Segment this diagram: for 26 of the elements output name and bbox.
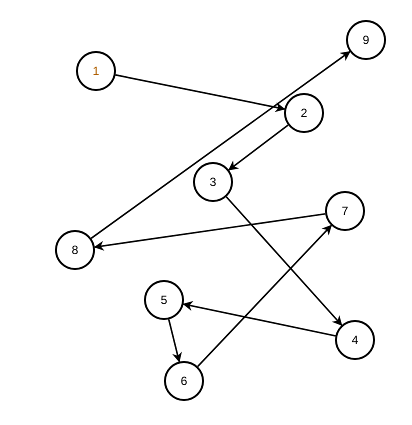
circle-node xyxy=(284,93,324,133)
node-label: 2 xyxy=(300,106,308,120)
arrow xyxy=(115,74,286,112)
node-label: 4 xyxy=(352,333,358,347)
arrow xyxy=(228,124,289,171)
circle-node xyxy=(76,51,116,91)
node-label: 3 xyxy=(210,175,216,189)
arrow xyxy=(94,213,326,251)
node-label: 9 xyxy=(362,33,370,47)
circle-node xyxy=(164,361,204,401)
node-label: 1 xyxy=(92,64,100,78)
node-label: 6 xyxy=(180,374,188,388)
circle-node xyxy=(335,320,375,360)
circle-node xyxy=(346,20,386,60)
arrow xyxy=(90,51,351,239)
node-label: 8 xyxy=(72,243,78,257)
arrow xyxy=(197,224,332,368)
arrow xyxy=(168,319,182,363)
arrow xyxy=(226,196,342,326)
circle-node xyxy=(325,191,365,231)
node-label: 5 xyxy=(160,293,168,307)
circle-node xyxy=(55,230,95,270)
circle-node xyxy=(193,162,233,202)
node-label: 7 xyxy=(342,204,348,218)
circle-node xyxy=(144,280,184,320)
arrow xyxy=(182,301,336,337)
